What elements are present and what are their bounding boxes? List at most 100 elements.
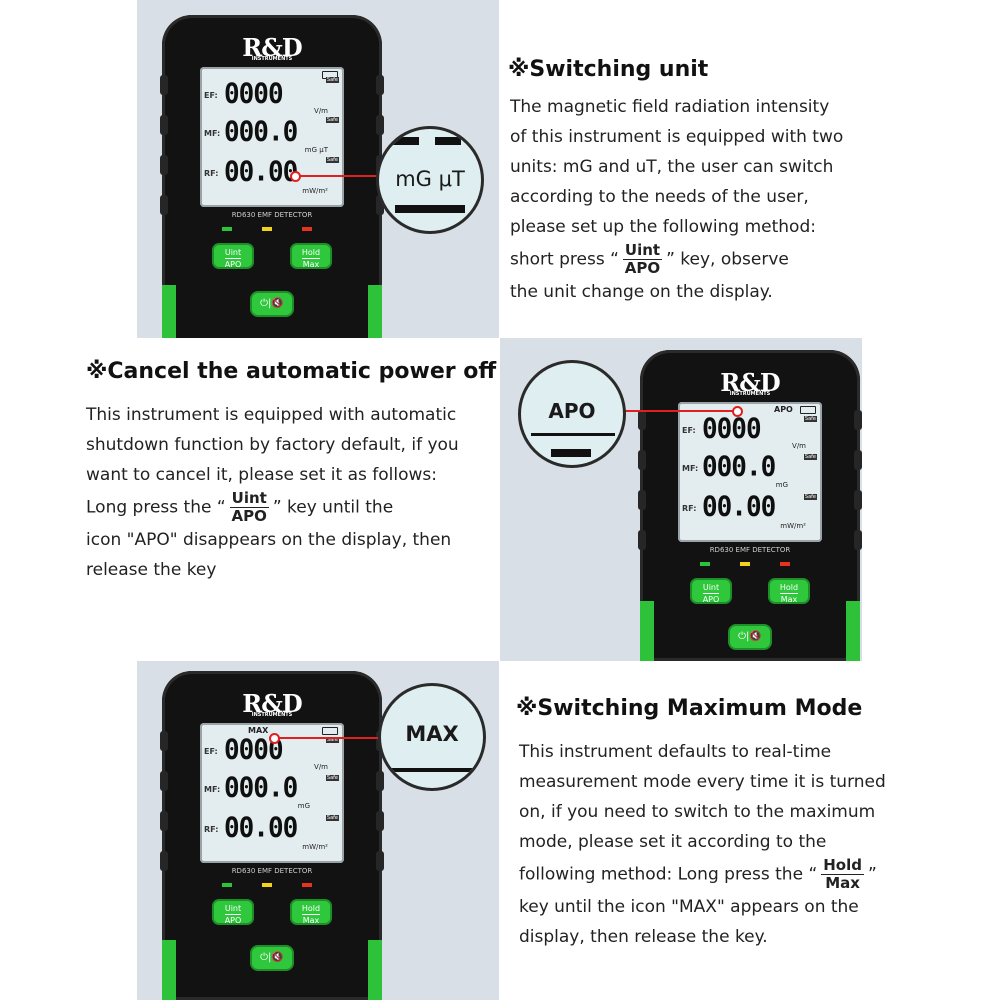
safe-badge: Safe: [325, 775, 339, 781]
ef-reading: 0000: [702, 413, 762, 445]
ef-label: EF:: [204, 91, 218, 100]
lcd-display: APO EF: 0000 Safe V/m MF: 000.0 Safe mG …: [678, 402, 822, 542]
pointer-dot: [269, 733, 280, 744]
model-label: RD630 EMF DETECTOR: [709, 546, 791, 554]
red-led: [780, 562, 790, 566]
section-title-switching-unit: ※Switching unit: [508, 57, 709, 82]
ef-label: EF:: [204, 747, 218, 756]
mf-label: MF:: [204, 129, 221, 138]
rf-unit: mW/m²: [302, 187, 328, 195]
safe-badge: Safe: [325, 77, 339, 83]
ef-unit: V/m: [792, 442, 806, 450]
lcd-display: EF: 0000 Safe V/m MF: 000.0 Safe mG μT R…: [200, 67, 344, 207]
power-mute-button[interactable]: ⏻|🔇: [250, 291, 294, 317]
text-line: units: mG and uT, the user can switch: [510, 157, 834, 177]
text-line: key until the icon "MAX" appears on the: [519, 897, 859, 917]
power-mute-button[interactable]: ⏻|🔇: [728, 624, 772, 650]
text-line: on, if you need to switch to the maximum: [519, 802, 876, 822]
mf-reading: 000.0: [702, 451, 776, 483]
text-line: want to cancel it, please set it as foll…: [86, 465, 437, 485]
safe-badge: Safe: [803, 494, 817, 500]
max-indicator: MAX: [248, 726, 269, 735]
ef-unit: V/m: [314, 763, 328, 771]
apo-indicator: APO: [774, 405, 793, 414]
text-line: display, then release the key.: [519, 927, 768, 947]
safe-badge: Safe: [803, 416, 817, 422]
text-line: shutdown function by factory default, if…: [86, 435, 459, 455]
power-mute-button[interactable]: ⏻|🔇: [250, 945, 294, 971]
ef-reading: 0000: [224, 78, 284, 110]
ef-label: EF:: [682, 426, 696, 435]
zoom-callout: mG μT: [376, 126, 484, 234]
text-line: of this instrument is equipped with two: [510, 127, 844, 147]
yellow-led: [740, 562, 750, 566]
zoom-unit-label: mG μT: [395, 167, 465, 191]
section-title-cancel-apo: ※Cancel the automatic power off: [86, 359, 497, 384]
rf-reading: 00.00: [224, 812, 298, 844]
text-line: mode, please set it according to the: [519, 832, 827, 852]
text-line: icon "APO" disappears on the display, th…: [86, 530, 452, 550]
rf-reading: 00.00: [224, 156, 298, 188]
safe-badge: Safe: [325, 815, 339, 821]
mf-unit: mG μT: [304, 146, 328, 154]
lcd-display: MAX EF: 0000 Safe V/m MF: 000.0 Safe mG …: [200, 723, 344, 863]
section1-body: The magnetic field radiation intensity o…: [510, 92, 990, 307]
text-line: This instrument defaults to real-time: [519, 742, 832, 762]
yellow-led: [262, 883, 272, 887]
safe-badge: Safe: [325, 117, 339, 123]
mf-reading: 000.0: [224, 772, 298, 804]
safe-badge: Safe: [325, 157, 339, 163]
safe-badge: Safe: [803, 454, 817, 460]
rf-label: RF:: [204, 825, 219, 834]
text-line: measurement mode every time it is turned: [519, 772, 886, 792]
text-line: The magnetic field radiation intensity: [510, 97, 830, 117]
model-label: RD630 EMF DETECTOR: [231, 867, 313, 875]
pointer-line: [620, 410, 735, 412]
mf-unit: mG: [297, 802, 310, 810]
green-led: [222, 883, 232, 887]
green-led: [222, 227, 232, 231]
yellow-led: [262, 227, 272, 231]
section3-body: This instrument defaults to real-time me…: [519, 737, 989, 952]
pointer-line: [272, 737, 382, 739]
section2-body: This instrument is equipped with automat…: [86, 400, 496, 585]
text-line: This instrument is equipped with automat…: [86, 405, 457, 425]
green-led: [700, 562, 710, 566]
rf-label: RF:: [204, 169, 219, 178]
pointer-dot: [732, 406, 743, 417]
mf-unit: mG: [775, 481, 788, 489]
rf-unit: mW/m²: [780, 522, 806, 530]
text-line: the unit change on the display.: [510, 282, 773, 302]
ef-unit: V/m: [314, 107, 328, 115]
battery-icon: [322, 727, 338, 735]
safe-badge: Safe: [325, 737, 339, 743]
mf-reading: 000.0: [224, 116, 298, 148]
mf-label: MF:: [204, 785, 221, 794]
text-line: according to the needs of the user,: [510, 187, 809, 207]
zoom-callout: APO: [518, 360, 626, 468]
mf-label: MF:: [682, 464, 699, 473]
rf-label: RF:: [682, 504, 697, 513]
zoom-callout: MAX: [378, 683, 486, 791]
red-led: [302, 227, 312, 231]
